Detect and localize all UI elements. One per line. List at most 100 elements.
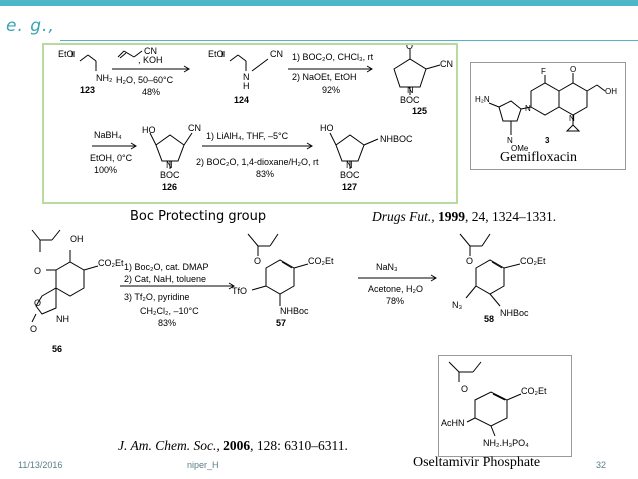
footer-author: niper_H — [187, 460, 219, 470]
top-accent-bar — [0, 0, 638, 6]
s1-reagent-a2: , KOH — [138, 55, 163, 65]
jacs-journal: J. Am. Chem. Soc — [118, 438, 213, 453]
s1-nh2-123: NH₂ — [96, 73, 113, 83]
s2-cpd-56: 56 — [52, 344, 62, 354]
s2-o-57: O — [254, 256, 261, 266]
s2-oh-56: OH — [70, 234, 84, 244]
s2-cond-b1: NaN₃ — [376, 262, 398, 272]
s2-o-56: O — [34, 266, 41, 276]
s1-reagent-a1: CN — [144, 46, 157, 56]
jacs-rest: , 128: 6310–6311. — [250, 438, 348, 453]
osel-co2et: CO₂Et — [521, 386, 547, 396]
boc-scheme-figure: EtO NH₂ 123 CN , KOH H₂O, 50–60°C 48% Et… — [42, 41, 458, 204]
s1-ho-126: HO — [142, 125, 156, 135]
boc-protecting-group-caption: Boc Protecting group — [130, 209, 267, 224]
oseltamivir-scheme-svg: OH CO₂Et O O NH O 56 1) Boc₂O, cat. DMAP… — [30, 229, 546, 354]
s1-h-124: H — [243, 81, 250, 91]
s1-cn-126: CN — [188, 123, 201, 133]
s2-cond-a4: CH₂Cl₂, –10°C — [140, 306, 199, 316]
gemi-n1: N — [525, 104, 531, 113]
drugs-fut-citation: Drugs Fut., 1999, 24, 1324–1331. — [372, 209, 556, 225]
s2-tfo-57: TfO — [232, 286, 247, 296]
s2-co2et-58: CO₂Et — [520, 256, 546, 266]
s1-yield-c: 100% — [94, 165, 117, 175]
gemi-o: O — [570, 65, 576, 74]
s1-boc-127: BOC — [340, 170, 360, 180]
s1-cn-125: CN — [440, 59, 453, 69]
s2-yield-a: 83% — [158, 318, 176, 328]
s2-cond-a3: 3) Tf₂O, pyridine — [124, 292, 189, 302]
drugs-fut-rest: , 24, 1324–1331. — [465, 209, 557, 224]
s1-eto-123: EtO — [58, 49, 74, 59]
s1-cpd-124: 124 — [234, 95, 249, 105]
s1-cpd-127: 127 — [342, 182, 357, 192]
oseltamivir-scheme-figure: OH CO₂Et O O NH O 56 1) Boc₂O, cat. DMAP… — [26, 226, 608, 358]
drugs-fut-journal: Drugs Fut — [372, 209, 428, 224]
s1-o-125: O — [406, 45, 413, 51]
s1-cpd-125: 125 — [412, 106, 427, 116]
s1-cond-a: H₂O, 50–60°C — [116, 75, 174, 85]
s2-nhboc-57: NHBoc — [280, 306, 309, 316]
gemi-n3: N — [507, 136, 513, 145]
osel-o: O — [461, 384, 468, 394]
s1-cond-d1: 1) LiAlH₄, THF, –5°C — [206, 131, 289, 141]
s2-o-58: O — [466, 256, 473, 266]
s1-eto-124: EtO — [208, 49, 224, 59]
gemifloxacin-svg: F O OH H₂N N N N OMe 3 — [475, 65, 617, 153]
drugs-fut-sep: ., — [427, 209, 439, 224]
drugs-fut-year: 1999 — [438, 209, 466, 224]
footer-page-number: 32 — [596, 460, 607, 470]
s1-cpd-126: 126 — [162, 182, 177, 192]
s1-cond-c1: NaBH₄ — [94, 130, 122, 140]
s2-o2-56: O — [34, 298, 41, 308]
s1-nhboc-127: NHBOC — [380, 134, 413, 144]
oseltamivir-phosphate-label: Oseltamivir Phosphate — [413, 455, 541, 470]
s1-cond-b2: 2) NaOEt, EtOH — [292, 72, 357, 82]
s1-boc-125: BOC — [400, 95, 420, 105]
s2-co2et-57: CO₂Et — [308, 256, 334, 266]
s2-cpd-57: 57 — [276, 318, 286, 328]
eg-label: e. g., — [6, 16, 55, 36]
osel-nh2: NH₂.H₃PO₄ — [483, 438, 529, 448]
s2-o3-56: O — [30, 324, 37, 334]
s2-cond-b2: Acetone, H₂O — [368, 284, 423, 294]
s1-yield-d: 83% — [256, 169, 274, 179]
gemi-h2n: H₂N — [475, 95, 490, 104]
s1-n-124: N — [243, 72, 250, 82]
s2-cond-a1: 1) Boc₂O, cat. DMAP — [124, 262, 209, 272]
s2-nh-56: NH — [56, 314, 69, 324]
gemi-cpd: 3 — [545, 136, 550, 145]
jacs-year: 2006 — [223, 438, 251, 453]
gemifloxacin-structure: F O OH H₂N N N N OMe 3 — [470, 62, 626, 170]
s1-yield-b: 92% — [322, 85, 340, 95]
s2-co2et-56: CO₂Et — [98, 258, 124, 268]
gemi-f: F — [541, 67, 546, 76]
s1-cond-d2: 2) BOC₂O, 1,4-dioxane/H₂O, rt — [196, 157, 319, 167]
s1-yield-a: 48% — [142, 87, 160, 97]
s1-cond-c2: EtOH, 0°C — [90, 153, 133, 163]
s1-n-127: N — [346, 160, 353, 170]
s2-n3-58: N₃ — [452, 300, 462, 310]
oseltamivir-structure: O CO₂Et AcHN NH₂.H₃PO₄ — [438, 355, 572, 457]
s1-n-125: N — [407, 85, 414, 95]
jacs-sep: ., — [212, 438, 224, 453]
s1-cn-124: CN — [270, 49, 283, 59]
s2-cond-a2: 2) Cat, NaH, toluene — [124, 274, 206, 284]
oseltamivir-svg: O CO₂Et AcHN NH₂.H₃PO₄ — [441, 361, 547, 448]
s1-n-126: N — [166, 160, 173, 170]
boc-scheme-svg: EtO NH₂ 123 CN , KOH H₂O, 50–60°C 48% Et… — [58, 41, 453, 192]
s2-nhboc-58: NHBoc — [500, 308, 529, 318]
s1-cpd-123: 123 — [80, 85, 95, 95]
s1-boc-126: BOC — [160, 170, 180, 180]
footer-date: 11/13/2016 — [18, 460, 63, 470]
s2-cpd-58: 58 — [484, 314, 494, 324]
gemi-n2: N — [569, 114, 575, 123]
gemi-ome: OMe — [511, 144, 529, 153]
jacs-citation: J. Am. Chem. Soc., 2006, 128: 6310–6311. — [118, 438, 348, 454]
gemifloxacin-label: Gemifloxacin — [500, 150, 577, 165]
s2-yield-b: 78% — [386, 296, 404, 306]
header-rule — [60, 40, 638, 41]
s1-ho-127: HO — [320, 123, 334, 133]
gemi-oh: OH — [605, 87, 617, 96]
osel-achn: AcHN — [441, 418, 465, 428]
